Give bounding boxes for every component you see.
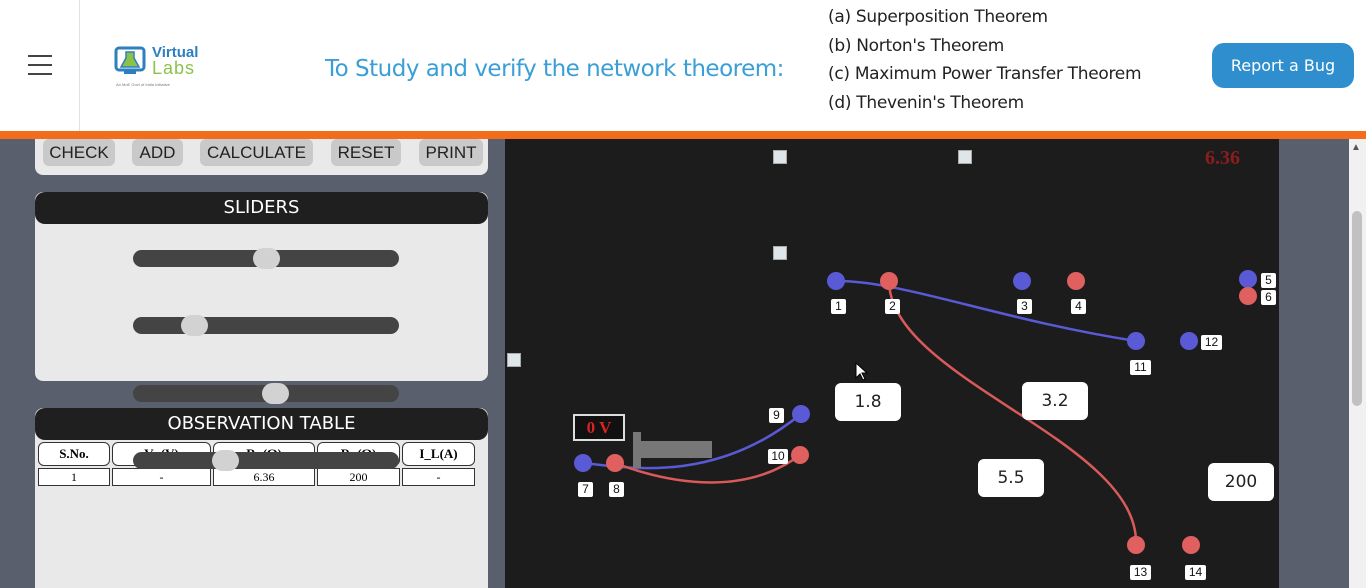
resistor-value[interactable]: 1.8 xyxy=(835,383,901,421)
slider-thumb[interactable] xyxy=(262,383,290,404)
terminal-label: 9 xyxy=(769,408,784,423)
menu-area xyxy=(0,0,80,131)
theorem-list: (a) Superposition Theorem (b) Norton's T… xyxy=(828,3,1142,117)
resistor-value[interactable]: 3.2 xyxy=(1022,382,1088,420)
theorem-item: (d) Thevenin's Theorem xyxy=(828,92,1024,113)
circuit-canvas[interactable] xyxy=(505,139,1279,588)
scroll-up-arrow-icon[interactable]: ▲ xyxy=(1351,142,1361,153)
header: Virtual Labs An MoE Govt of India Initia… xyxy=(0,0,1366,131)
cell: 1 xyxy=(38,468,110,486)
col-current: I_L(A) xyxy=(402,442,475,466)
slider-track[interactable] xyxy=(133,383,399,404)
flask-icon xyxy=(114,46,146,74)
observation-card: OBSERVATION TABLE xyxy=(35,408,488,588)
terminal-label: 3 xyxy=(1017,299,1032,314)
terminal-label: 7 xyxy=(578,482,593,497)
slider-track[interactable] xyxy=(133,315,399,336)
slider-track[interactable] xyxy=(133,248,399,269)
cell: - xyxy=(402,468,475,486)
control-buttons-card: CHECK ADD CALCULATE RESET PRINT xyxy=(35,139,488,175)
terminal-label: 10 xyxy=(768,449,788,464)
theorem-item: (a) Superposition Theorem xyxy=(828,7,1048,27)
resistor-value[interactable]: 5.5 xyxy=(978,459,1044,497)
sliders-title: SLIDERS xyxy=(35,192,488,224)
virtual-labs-logo[interactable]: Virtual Labs An MoE Govt of India Initia… xyxy=(110,40,205,92)
calculate-button[interactable]: CALCULATE xyxy=(200,139,313,166)
slider-thumb[interactable] xyxy=(252,248,280,269)
terminal-label: 11 xyxy=(1130,360,1151,375)
sliders-card: SLIDERS xyxy=(35,192,488,381)
hamburger-menu-icon[interactable] xyxy=(28,55,52,75)
logo-text-labs: Labs xyxy=(152,58,196,78)
terminal-label: 2 xyxy=(885,299,900,314)
slider-thumb[interactable] xyxy=(211,450,239,471)
add-button[interactable]: ADD xyxy=(132,139,183,166)
slider-thumb[interactable] xyxy=(180,315,208,336)
theorem-item: (b) Norton's Theorem xyxy=(828,35,1004,56)
cell: 200 xyxy=(317,468,400,486)
terminal-label: 8 xyxy=(609,482,624,497)
logo-subtitle: An MoE Govt of India Initiative xyxy=(116,82,170,87)
voltmeter-display: 0 V xyxy=(573,414,625,441)
observation-title: OBSERVATION TABLE xyxy=(35,408,488,440)
theorem-item: (c) Maximum Power Transfer Theorem xyxy=(828,64,1142,84)
header-accent-bar xyxy=(0,131,1366,139)
resistor-value[interactable]: 200 xyxy=(1208,463,1274,501)
table-row: 1 - 6.36 200 - xyxy=(38,468,475,486)
terminal-label: 6 xyxy=(1261,290,1276,305)
broken-image-icon xyxy=(773,150,787,164)
broken-image-icon xyxy=(507,353,521,367)
terminal-label: 13 xyxy=(1130,565,1151,580)
reset-button[interactable]: RESET xyxy=(331,139,401,166)
report-bug-button[interactable]: Report a Bug xyxy=(1212,43,1354,88)
terminal-label: 12 xyxy=(1201,335,1222,350)
page-title: To Study and verify the network theorem: xyxy=(325,56,784,82)
scrollbar-thumb[interactable] xyxy=(1352,211,1362,406)
resistance-readout: 6.36 xyxy=(1205,147,1240,169)
terminal-label: 14 xyxy=(1185,565,1206,580)
col-sno: S.No. xyxy=(38,442,110,466)
terminal-label: 5 xyxy=(1261,273,1276,288)
terminal-label: 1 xyxy=(831,299,846,314)
cell: - xyxy=(112,468,211,486)
terminal-label: 4 xyxy=(1071,299,1086,314)
check-button[interactable]: CHECK xyxy=(43,139,115,166)
broken-image-icon xyxy=(773,246,787,260)
slider-track[interactable] xyxy=(133,450,399,471)
print-button[interactable]: PRINT xyxy=(419,139,483,166)
logo-text-virtual: Virtual xyxy=(152,44,199,61)
broken-image-icon xyxy=(958,150,972,164)
